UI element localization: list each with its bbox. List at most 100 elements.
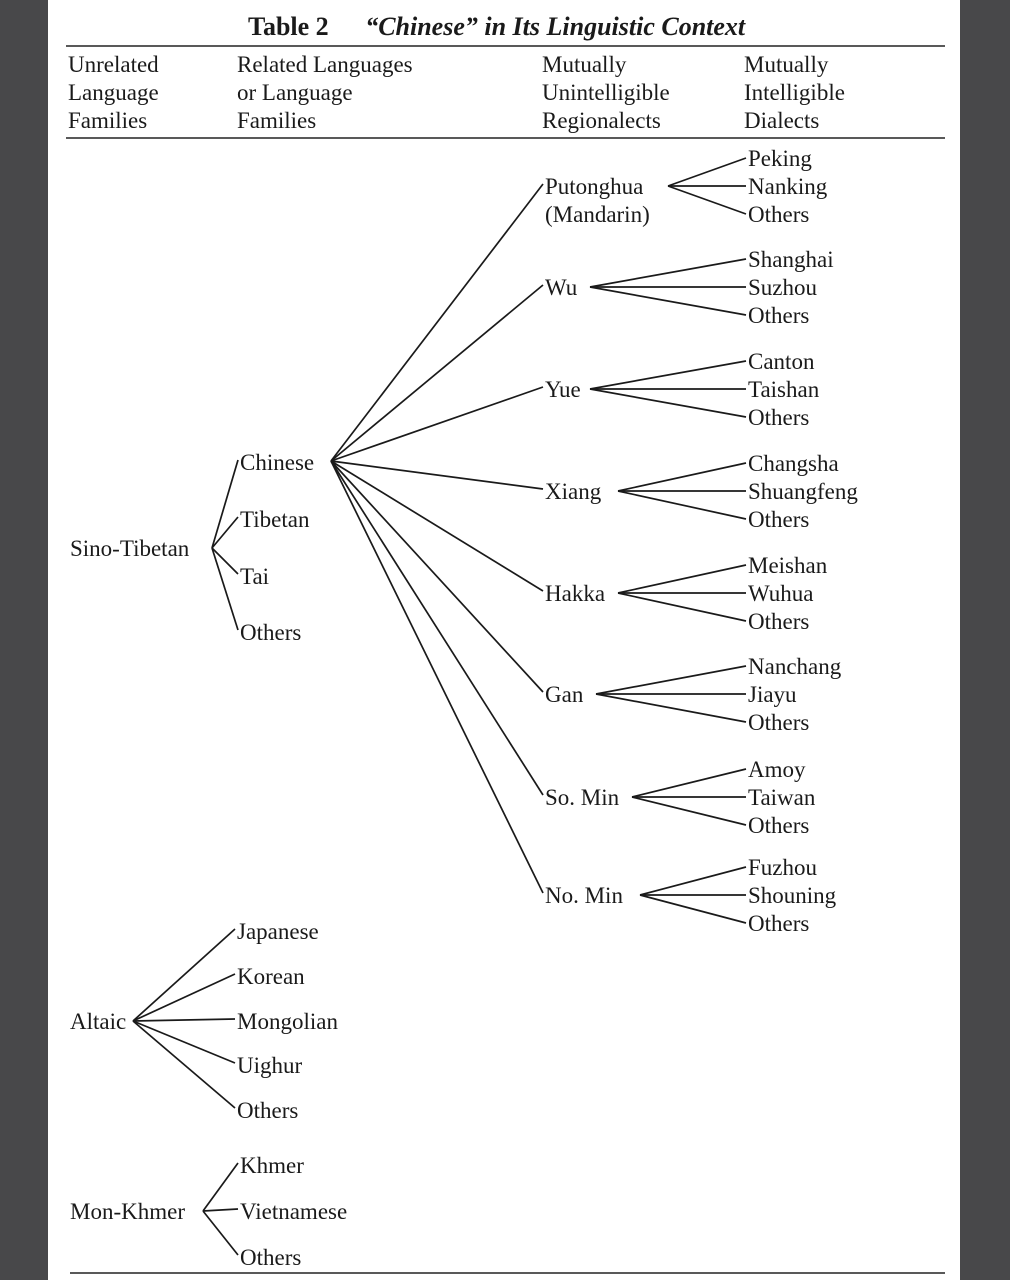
language-mon-khmer-vietnamese: Vietnamese	[240, 1199, 347, 1224]
language-altaic-others: Others	[237, 1098, 298, 1123]
edge-no-min-fuzhou	[639, 866, 747, 896]
edge-sino-tibetan-others	[211, 547, 239, 631]
dialect-xiang-shuangfeng: Shuangfeng	[748, 479, 858, 504]
dialect-yue-canton: Canton	[748, 349, 815, 374]
edge-chinese-yue	[330, 386, 544, 462]
edge-chinese-xiang	[330, 460, 544, 490]
edge-chinese-gan	[330, 460, 544, 693]
edge-wu-others	[589, 286, 747, 316]
edge-chinese-so-min	[330, 460, 544, 796]
regionalect-hakka: Hakka	[545, 581, 605, 606]
regionalect-gan: Gan	[545, 682, 584, 707]
edge-no-min-others	[639, 894, 747, 924]
edge-hakka-meishan	[617, 564, 747, 594]
edge-yue-others	[589, 388, 747, 418]
dialect-hakka-meishan: Meishan	[748, 553, 828, 578]
regionalect-wu: Wu	[545, 275, 578, 300]
dialect-xiang-changsha: Changsha	[748, 451, 839, 476]
family-altaic: Altaic	[70, 1009, 126, 1034]
dialect-yue-taishan: Taishan	[748, 377, 820, 402]
header-line: Related Languages	[237, 52, 413, 77]
column-header-dialects: Mutually Intelligible Dialects	[744, 52, 845, 133]
dialect-no-min-others: Others	[748, 911, 809, 936]
column-header-related: Related Languages or Language Families	[237, 52, 413, 133]
table-number: Table 2	[248, 12, 329, 41]
edge-wu-shanghai	[589, 258, 747, 288]
edge-chinese-putonghua	[330, 183, 544, 462]
dialect-so-min-taiwan: Taiwan	[748, 785, 816, 810]
dialect-no-min-shouning: Shouning	[748, 883, 837, 908]
edge-gan-others	[595, 693, 747, 723]
dialect-so-min-others: Others	[748, 813, 809, 838]
edge-chinese-wu	[330, 284, 544, 462]
regionalect-no-min: No. Min	[545, 883, 623, 908]
regionalect-yue: Yue	[545, 377, 581, 402]
dialect-gan-others: Others	[748, 710, 809, 735]
edge-altaic-uighur	[132, 1020, 236, 1064]
dialect-hakka-wuhua: Wuhua	[748, 581, 814, 606]
language-altaic-mongolian: Mongolian	[237, 1009, 338, 1034]
dialect-gan-jiayu: Jiayu	[748, 682, 797, 707]
header-line: Intelligible	[744, 80, 845, 105]
edge-xiang-others	[617, 490, 747, 520]
edge-sino-tibetan-tibetan	[211, 516, 239, 549]
language-mon-khmer-khmer: Khmer	[240, 1153, 304, 1178]
regionalect-putonghua: Putonghua	[545, 174, 643, 199]
dialect-wu-shanghai: Shanghai	[748, 247, 834, 272]
table-caption: “Chinese” in Its Linguistic Context	[365, 12, 746, 41]
language-sino-tibetan-tai: Tai	[240, 564, 269, 589]
family-sino-tibetan: Sino-Tibetan	[70, 536, 190, 561]
header-line: Regionalects	[542, 108, 661, 133]
header-line: Mutually	[542, 52, 627, 77]
header-line: Unintelligible	[542, 80, 670, 105]
regionalect-xiang: Xiang	[545, 479, 602, 504]
table-title: Table 2 “Chinese” in Its Linguistic Cont…	[248, 12, 746, 41]
dialect-xiang-others: Others	[748, 507, 809, 532]
language-altaic-uighur: Uighur	[237, 1053, 303, 1078]
dialect-hakka-others: Others	[748, 609, 809, 634]
regionalect-putonghua-sub: (Mandarin)	[545, 202, 650, 227]
edge-yue-canton	[589, 360, 747, 390]
edge-so-min-others	[631, 796, 747, 826]
edge-altaic-korean	[132, 973, 236, 1022]
dialect-wu-suzhou: Suzhou	[748, 275, 818, 300]
dialect-putonghua-peking: Peking	[748, 146, 812, 171]
edge-mon-khmer-vietnamese	[202, 1208, 239, 1212]
header-line: Mutually	[744, 52, 829, 77]
dialect-no-min-fuzhou: Fuzhou	[748, 855, 818, 880]
edge-altaic-japanese	[132, 928, 236, 1022]
tree-nodes: Sino-TibetanChineseTibetanTaiOthersAltai…	[70, 146, 858, 1270]
language-altaic-japanese: Japanese	[237, 919, 319, 944]
language-tree-diagram: Table 2 “Chinese” in Its Linguistic Cont…	[66, 12, 945, 1274]
edge-altaic-others	[132, 1020, 236, 1109]
language-altaic-korean: Korean	[237, 964, 305, 989]
language-mon-khmer-others: Others	[240, 1245, 301, 1270]
dialect-yue-others: Others	[748, 405, 809, 430]
dialect-wu-others: Others	[748, 303, 809, 328]
language-sino-tibetan-others: Others	[240, 620, 301, 645]
edge-sino-tibetan-chinese	[211, 459, 239, 549]
page-scan: Table 2 “Chinese” in Its Linguistic Cont…	[48, 0, 960, 1280]
language-sino-tibetan-chinese: Chinese	[240, 450, 314, 475]
edge-chinese-no-min	[330, 460, 544, 894]
family-mon-khmer: Mon-Khmer	[70, 1199, 185, 1224]
dialect-gan-nanchang: Nanchang	[748, 654, 842, 679]
edge-so-min-amoy	[631, 768, 747, 798]
edge-mon-khmer-khmer	[202, 1162, 239, 1212]
edge-hakka-others	[617, 592, 747, 622]
column-header-unrelated: Unrelated Language Families	[68, 52, 159, 133]
edge-chinese-hakka	[330, 460, 544, 592]
edge-altaic-mongolian	[132, 1018, 236, 1022]
edge-xiang-changsha	[617, 462, 747, 492]
edge-sino-tibetan-tai	[211, 547, 239, 575]
language-sino-tibetan-tibetan: Tibetan	[240, 507, 310, 532]
dialect-putonghua-others: Others	[748, 202, 809, 227]
edge-gan-nanchang	[595, 665, 747, 695]
header-line: Language	[68, 80, 159, 105]
column-header-regionalects: Mutually Unintelligible Regionalects	[542, 52, 670, 133]
header-line: Unrelated	[68, 52, 159, 77]
dialect-so-min-amoy: Amoy	[748, 757, 806, 782]
edge-mon-khmer-others	[202, 1210, 239, 1256]
edge-putonghua-peking	[667, 157, 747, 187]
regionalect-so-min: So. Min	[545, 785, 620, 810]
